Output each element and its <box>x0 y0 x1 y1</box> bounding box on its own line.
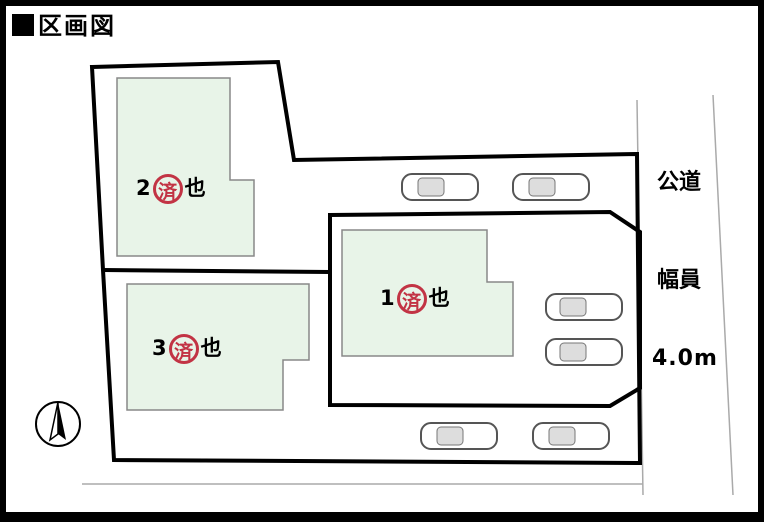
car-icon <box>512 173 590 201</box>
sold-seal-icon: 済 <box>396 284 427 314</box>
car-icon <box>401 173 479 201</box>
car-icon <box>420 422 498 450</box>
page-title: 区画図 <box>12 6 116 41</box>
lot-divider <box>102 268 331 274</box>
lot-suffix: 也 <box>428 286 450 310</box>
lot-1-boundary <box>328 209 642 409</box>
lot-number: 2 <box>136 176 151 200</box>
road-width-label: 幅員 <box>657 268 702 293</box>
lot-1-house <box>341 229 514 357</box>
road-name-label: 公道 <box>657 170 702 195</box>
lot-number: 1 <box>380 286 395 310</box>
sold-seal-icon: 済 <box>152 174 183 204</box>
road-width-value: 4.0m <box>652 346 718 371</box>
lot-suffix: 也 <box>200 336 222 360</box>
car-icon <box>545 338 623 366</box>
lot-2-house <box>116 77 255 257</box>
lot-3-house <box>126 283 310 411</box>
lot-number: 3 <box>152 336 167 360</box>
car-icon <box>532 422 610 450</box>
north-arrow-icon <box>35 401 81 447</box>
road-edge-right <box>712 94 734 496</box>
sold-seal-icon: 済 <box>168 334 199 364</box>
lot-suffix: 也 <box>184 176 206 200</box>
car-icon <box>545 293 623 321</box>
